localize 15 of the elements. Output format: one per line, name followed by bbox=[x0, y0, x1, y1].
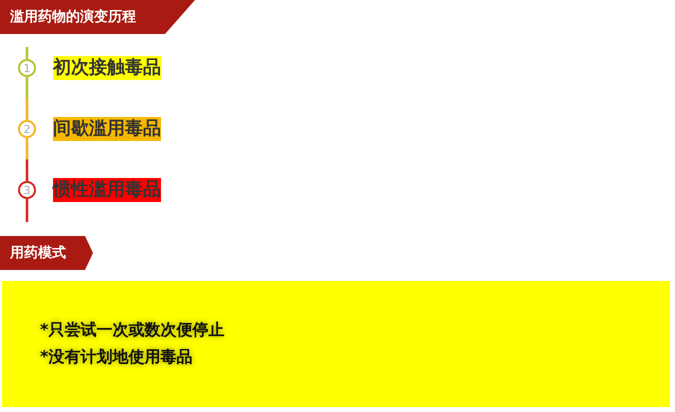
stage-label: 间歇滥用毒品 bbox=[53, 117, 161, 141]
pattern-panel bbox=[2, 281, 670, 407]
stage-label: 惯性滥用毒品 bbox=[53, 178, 161, 202]
pattern-text: *只尝试一次或数次便停止 bbox=[40, 320, 226, 341]
stage-label: 初次接触毒品 bbox=[53, 56, 161, 80]
step-circle: 3 bbox=[18, 181, 36, 199]
timeline-line bbox=[26, 199, 28, 222]
section-banner: 用药模式 bbox=[0, 236, 93, 270]
step-circle: 2 bbox=[18, 120, 36, 138]
step-circle: 1 bbox=[18, 59, 36, 77]
timeline-line bbox=[26, 138, 28, 181]
timeline-line bbox=[26, 47, 28, 59]
section-banner: 滥用药物的演变历程 bbox=[0, 0, 195, 34]
timeline-line bbox=[26, 77, 28, 120]
pattern-text: *没有计划地使用毒品 bbox=[40, 347, 194, 368]
